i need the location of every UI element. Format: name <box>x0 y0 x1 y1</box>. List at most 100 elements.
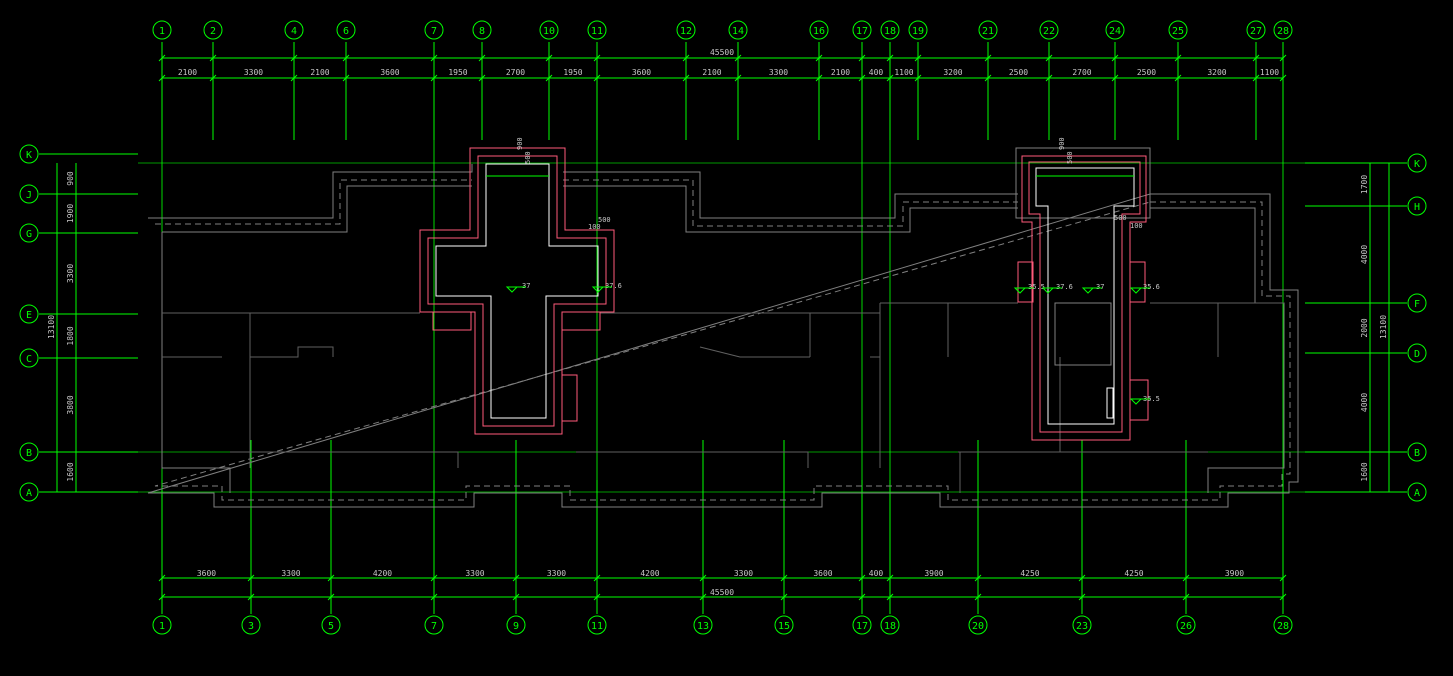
axis-label-right: F <box>1414 299 1420 310</box>
interior-lines <box>162 302 1284 493</box>
dim-tick <box>914 74 922 82</box>
dim-tick <box>593 574 601 582</box>
dim-tick <box>478 74 486 82</box>
axis-bubble-top <box>978 20 998 40</box>
dim-tick <box>158 54 166 62</box>
dim-bottom-total: 45500 <box>710 588 734 597</box>
axis-bubble-top <box>1105 20 1125 40</box>
axis-label-top: 8 <box>479 26 485 37</box>
axis-label-top: 19 <box>912 26 924 37</box>
dim-left-value: 1600 <box>66 462 75 481</box>
dim-bottom-value: 3900 <box>924 569 943 578</box>
dim-tick <box>342 54 350 62</box>
axis-bubble-left <box>19 223 39 243</box>
dim-tick <box>858 574 866 582</box>
dim-tick <box>430 74 438 82</box>
axis-bubble-bottom <box>968 615 988 635</box>
elevation-marker-icon <box>1013 287 1027 294</box>
core2-inner <box>1028 161 1141 433</box>
dim-tick <box>342 74 350 82</box>
axis-label-bottom: 5 <box>328 621 334 632</box>
dim-bottom-value: 4250 <box>1124 569 1143 578</box>
axis-bubble-bottom <box>424 615 444 635</box>
core1-side-500: 500 <box>598 216 611 224</box>
axis-bubble-bottom <box>152 615 172 635</box>
dim-tick <box>886 593 894 601</box>
dim-right-value: 4000 <box>1360 393 1369 412</box>
dim-top-value: 3600 <box>380 68 399 77</box>
core2-side-100: 100 <box>1130 222 1143 230</box>
dim-bottom-value: 3600 <box>197 569 216 578</box>
dim-tick <box>209 74 217 82</box>
dim-tick <box>699 574 707 582</box>
dim-tick <box>327 574 335 582</box>
axis-bubble-left <box>19 304 39 324</box>
core2-elev-c: 37 <box>1096 283 1104 291</box>
dim-top-value: 2700 <box>506 68 525 77</box>
axis-label-bottom: 17 <box>856 621 868 632</box>
dim-top-value: 1100 <box>894 68 913 77</box>
axis-label-right: B <box>1414 448 1420 459</box>
axis-label-bottom: 26 <box>1180 621 1192 632</box>
dim-tick <box>974 593 982 601</box>
dim-tick <box>886 74 894 82</box>
axis-bubble-bottom <box>1072 615 1092 635</box>
dim-tick <box>430 54 438 62</box>
core1-inner <box>427 155 607 427</box>
dim-tick <box>699 593 707 601</box>
dim-tick <box>1045 54 1053 62</box>
dim-tick <box>974 574 982 582</box>
dim-top-value: 3300 <box>769 68 788 77</box>
core2-shaft <box>1054 302 1112 366</box>
axis-label-bottom: 11 <box>591 621 603 632</box>
dim-tick <box>780 593 788 601</box>
dim-tick <box>290 54 298 62</box>
dim-top-value: 2100 <box>178 68 197 77</box>
axis-label-left: E <box>26 310 32 321</box>
core2-elev-e: 35.5 <box>1143 395 1160 403</box>
dim-bottom-value: 3600 <box>813 569 832 578</box>
axis-label-right: A <box>1414 488 1420 499</box>
dim-tick <box>593 54 601 62</box>
dim-tick <box>780 574 788 582</box>
dim-tick <box>682 74 690 82</box>
dim-tick <box>545 54 553 62</box>
axis-label-bottom: 18 <box>884 621 896 632</box>
dim-tick <box>886 54 894 62</box>
axis-bubble-top <box>1246 20 1266 40</box>
axis-label-left: B <box>26 448 32 459</box>
axis-bubble-right <box>1407 442 1427 462</box>
axis-label-top: 25 <box>1172 26 1184 37</box>
core2-small <box>1106 387 1114 419</box>
outer-wall-left <box>147 164 1299 508</box>
core1-box-lower <box>561 374 578 422</box>
dim-tick <box>1279 74 1287 82</box>
dim-tick <box>512 574 520 582</box>
axis-bubble-left <box>19 144 39 164</box>
axis-label-left: J <box>26 190 32 201</box>
dim-right-value: 1600 <box>1360 462 1369 481</box>
axis-label-top: 11 <box>591 26 603 37</box>
dim-left-value: 3800 <box>66 395 75 414</box>
dim-tick <box>1174 74 1182 82</box>
core2-side-500: 500 <box>1114 214 1127 222</box>
dim-tick <box>858 593 866 601</box>
axis-bubble-right <box>1407 343 1427 363</box>
dim-tick <box>858 54 866 62</box>
dim-tick <box>1078 574 1086 582</box>
axis-bubble-bottom <box>506 615 526 635</box>
axis-bubble-bottom <box>321 615 341 635</box>
dim-tick <box>1252 74 1260 82</box>
core2-innermost <box>1035 167 1135 425</box>
dim-tick <box>815 54 823 62</box>
axis-label-top: 12 <box>680 26 692 37</box>
axis-label-bottom: 9 <box>513 621 519 632</box>
axis-bubble-top <box>284 20 304 40</box>
axis-label-top: 4 <box>291 26 297 37</box>
dim-tick <box>886 574 894 582</box>
axis-label-bottom: 28 <box>1277 621 1289 632</box>
axis-bubble-bottom <box>1176 615 1196 635</box>
